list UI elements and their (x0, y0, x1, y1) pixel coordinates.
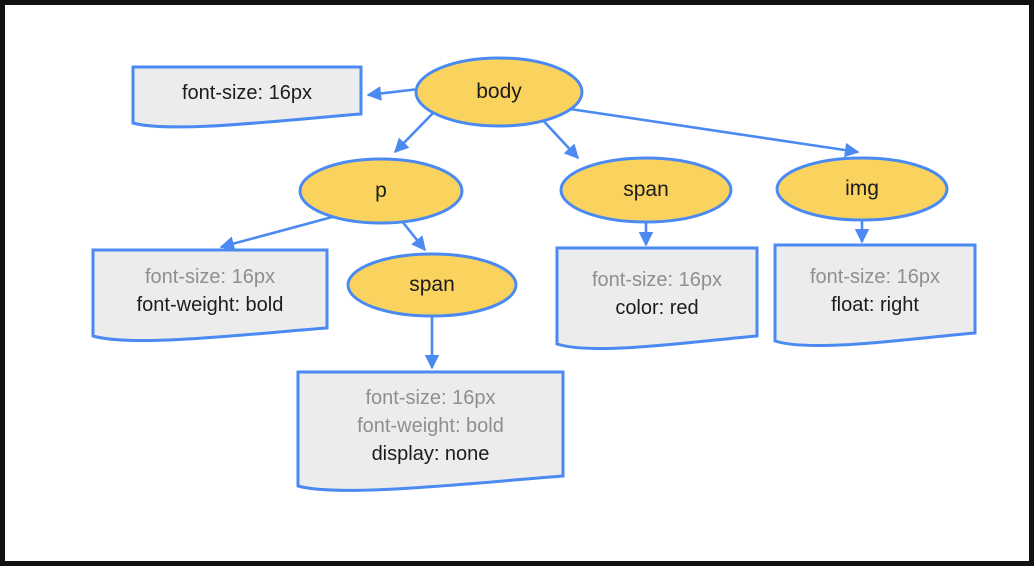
node-body (414, 56, 584, 128)
style-box-body-shape (131, 65, 363, 129)
edge-body-to-span (537, 114, 579, 160)
edge-body-to-body-styles (366, 86, 420, 101)
node-span (559, 156, 733, 224)
node-child-span (346, 252, 518, 318)
edge-group (219, 86, 870, 370)
edge-p-to-p-styles (219, 214, 337, 251)
edge-body-to-p (393, 108, 438, 154)
node-group (298, 56, 949, 318)
node-p (298, 157, 464, 225)
style-box-child-span-shape (296, 370, 565, 492)
style-box-img-shape (773, 243, 977, 348)
edge-body-to-img (569, 107, 860, 158)
style-box-group (91, 65, 977, 492)
style-box-span-shape (555, 246, 759, 351)
diagram-shapes-layer (91, 56, 977, 492)
node-img (775, 156, 949, 222)
style-box-p-shape (91, 248, 329, 343)
edge-p-to-child-span (399, 219, 427, 252)
